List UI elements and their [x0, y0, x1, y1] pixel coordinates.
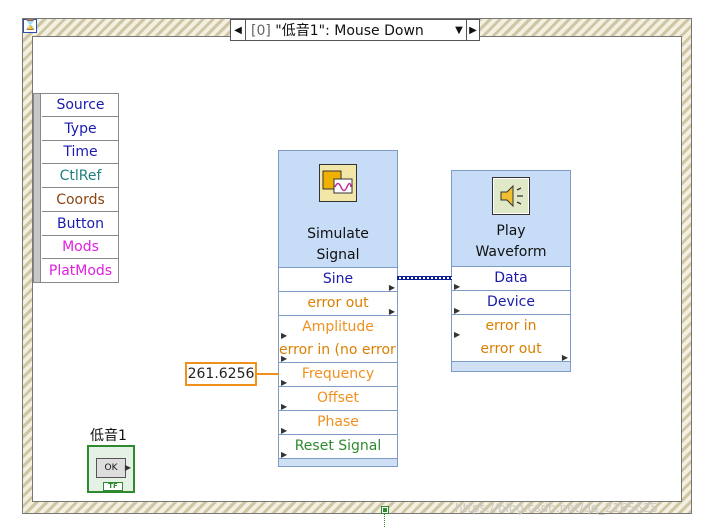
previous-case-arrow-icon[interactable]: ◀: [231, 20, 246, 40]
terminal-device[interactable]: Device ▶: [452, 290, 570, 315]
terminal-label: Device: [487, 293, 535, 310]
terminal-label: Phase: [317, 413, 359, 430]
output-arrow-icon: ▶: [388, 283, 395, 292]
event-data-node-handle[interactable]: [34, 94, 41, 282]
terminal-label: error out: [307, 294, 369, 311]
play-waveform-title-line2: Waveform: [475, 244, 547, 260]
boolean-control-terminal[interactable]: OK ▶ TF: [87, 445, 135, 493]
terminal-error-out[interactable]: error out ▶: [279, 291, 397, 316]
terminal-offset[interactable]: Offset ▶: [279, 387, 397, 411]
event-data-item[interactable]: Coords: [42, 189, 119, 212]
event-case-selector[interactable]: ◀ [0] "低音1": Mouse Down ▼ ▶: [230, 19, 480, 41]
event-data-item[interactable]: PlatMods: [42, 260, 119, 283]
simulate-signal-title-line2: Signal: [316, 247, 360, 263]
simulate-signal-title-line1: Simulate: [307, 226, 369, 242]
event-data-item[interactable]: Mods: [42, 236, 119, 260]
event-timeout-icon[interactable]: ⌛: [23, 19, 37, 33]
play-waveform-express-vi[interactable]: Play Waveform Data▶Device▶error in▶error…: [451, 170, 571, 372]
play-waveform-header: Play Waveform: [452, 171, 570, 267]
terminal-frequency[interactable]: Frequency ▶: [279, 363, 397, 388]
dropdown-arrow-icon[interactable]: ▼: [455, 24, 463, 36]
output-arrow-icon: ▶: [124, 463, 131, 472]
speaker-icon: [492, 177, 530, 215]
ok-button-icon: OK: [96, 458, 126, 478]
input-arrow-icon: ▶: [454, 329, 461, 339]
terminal-label: Data: [494, 270, 528, 286]
terminal-sine[interactable]: Sine ▶: [279, 268, 397, 292]
case-label: [0] "低音1": Mouse Down: [246, 20, 452, 40]
terminal-label: Offset: [316, 390, 360, 406]
frequency-constant[interactable]: 261.6256: [185, 362, 257, 386]
terminal-label: error in (no error): [279, 342, 397, 359]
input-arrow-icon: ▶: [454, 305, 461, 315]
simulate-signal-express-vi[interactable]: Simulate Signal Sine▶error out▶Amplitude…: [278, 150, 398, 467]
input-arrow-icon: ▶: [281, 378, 288, 388]
input-arrow-icon: ▶: [281, 425, 288, 435]
terminal-phase[interactable]: Phase ▶: [279, 410, 397, 435]
output-arrow-icon: ▶: [388, 306, 395, 316]
event-data-item[interactable]: Button: [42, 213, 119, 236]
event-data-item[interactable]: Source: [42, 94, 119, 117]
terminal-label: Frequency: [301, 366, 375, 383]
watermark: https://blog.csdn.net/qq_2165625: [455, 501, 659, 515]
input-arrow-icon: ▶: [454, 282, 461, 291]
terminal-label: error in: [485, 317, 537, 334]
terminal-error-in-no-error[interactable]: error in (no error)▶: [279, 339, 397, 364]
boolean-type-badge: TF: [103, 482, 123, 491]
terminal-label: Amplitude: [302, 318, 374, 335]
event-data-item[interactable]: Time: [42, 141, 119, 165]
output-arrow-icon: ▶: [561, 353, 568, 363]
input-arrow-icon: ▶: [281, 354, 288, 364]
event-data-item[interactable]: Type: [42, 118, 119, 141]
terminal-error-out[interactable]: error out ▶: [452, 338, 570, 363]
terminal-label: Reset Signal: [294, 437, 382, 454]
case-event: "低音1": Mouse Down: [275, 23, 424, 39]
terminal-reset-signal[interactable]: Reset Signal ▶: [279, 434, 397, 459]
terminal-amplitude[interactable]: Amplitude ▶: [279, 315, 397, 340]
case-index: [0]: [251, 23, 271, 39]
input-arrow-icon: ▶: [281, 330, 288, 340]
input-arrow-icon: ▶: [281, 402, 288, 411]
terminal-data[interactable]: Data ▶: [452, 267, 570, 291]
next-case-arrow-icon[interactable]: ▶: [466, 20, 479, 40]
terminal-error-in[interactable]: error in ▶: [452, 314, 570, 339]
event-data-item[interactable]: CtlRef: [42, 165, 119, 189]
simulate-signal-icon: [319, 164, 357, 202]
input-arrow-icon: ▶: [281, 449, 288, 459]
frequency-wire[interactable]: [257, 373, 279, 375]
play-waveform-title-line1: Play: [496, 223, 526, 239]
terminal-label: error out: [480, 341, 542, 358]
simulate-signal-header: Simulate Signal: [279, 151, 397, 268]
tunnel-wire-stub[interactable]: [384, 514, 385, 527]
tunnel-dot-icon: [383, 508, 387, 512]
terminal-label: Sine: [322, 271, 354, 287]
boolean-control-label: 低音1: [90, 428, 127, 444]
waveform-wire[interactable]: [397, 276, 452, 280]
